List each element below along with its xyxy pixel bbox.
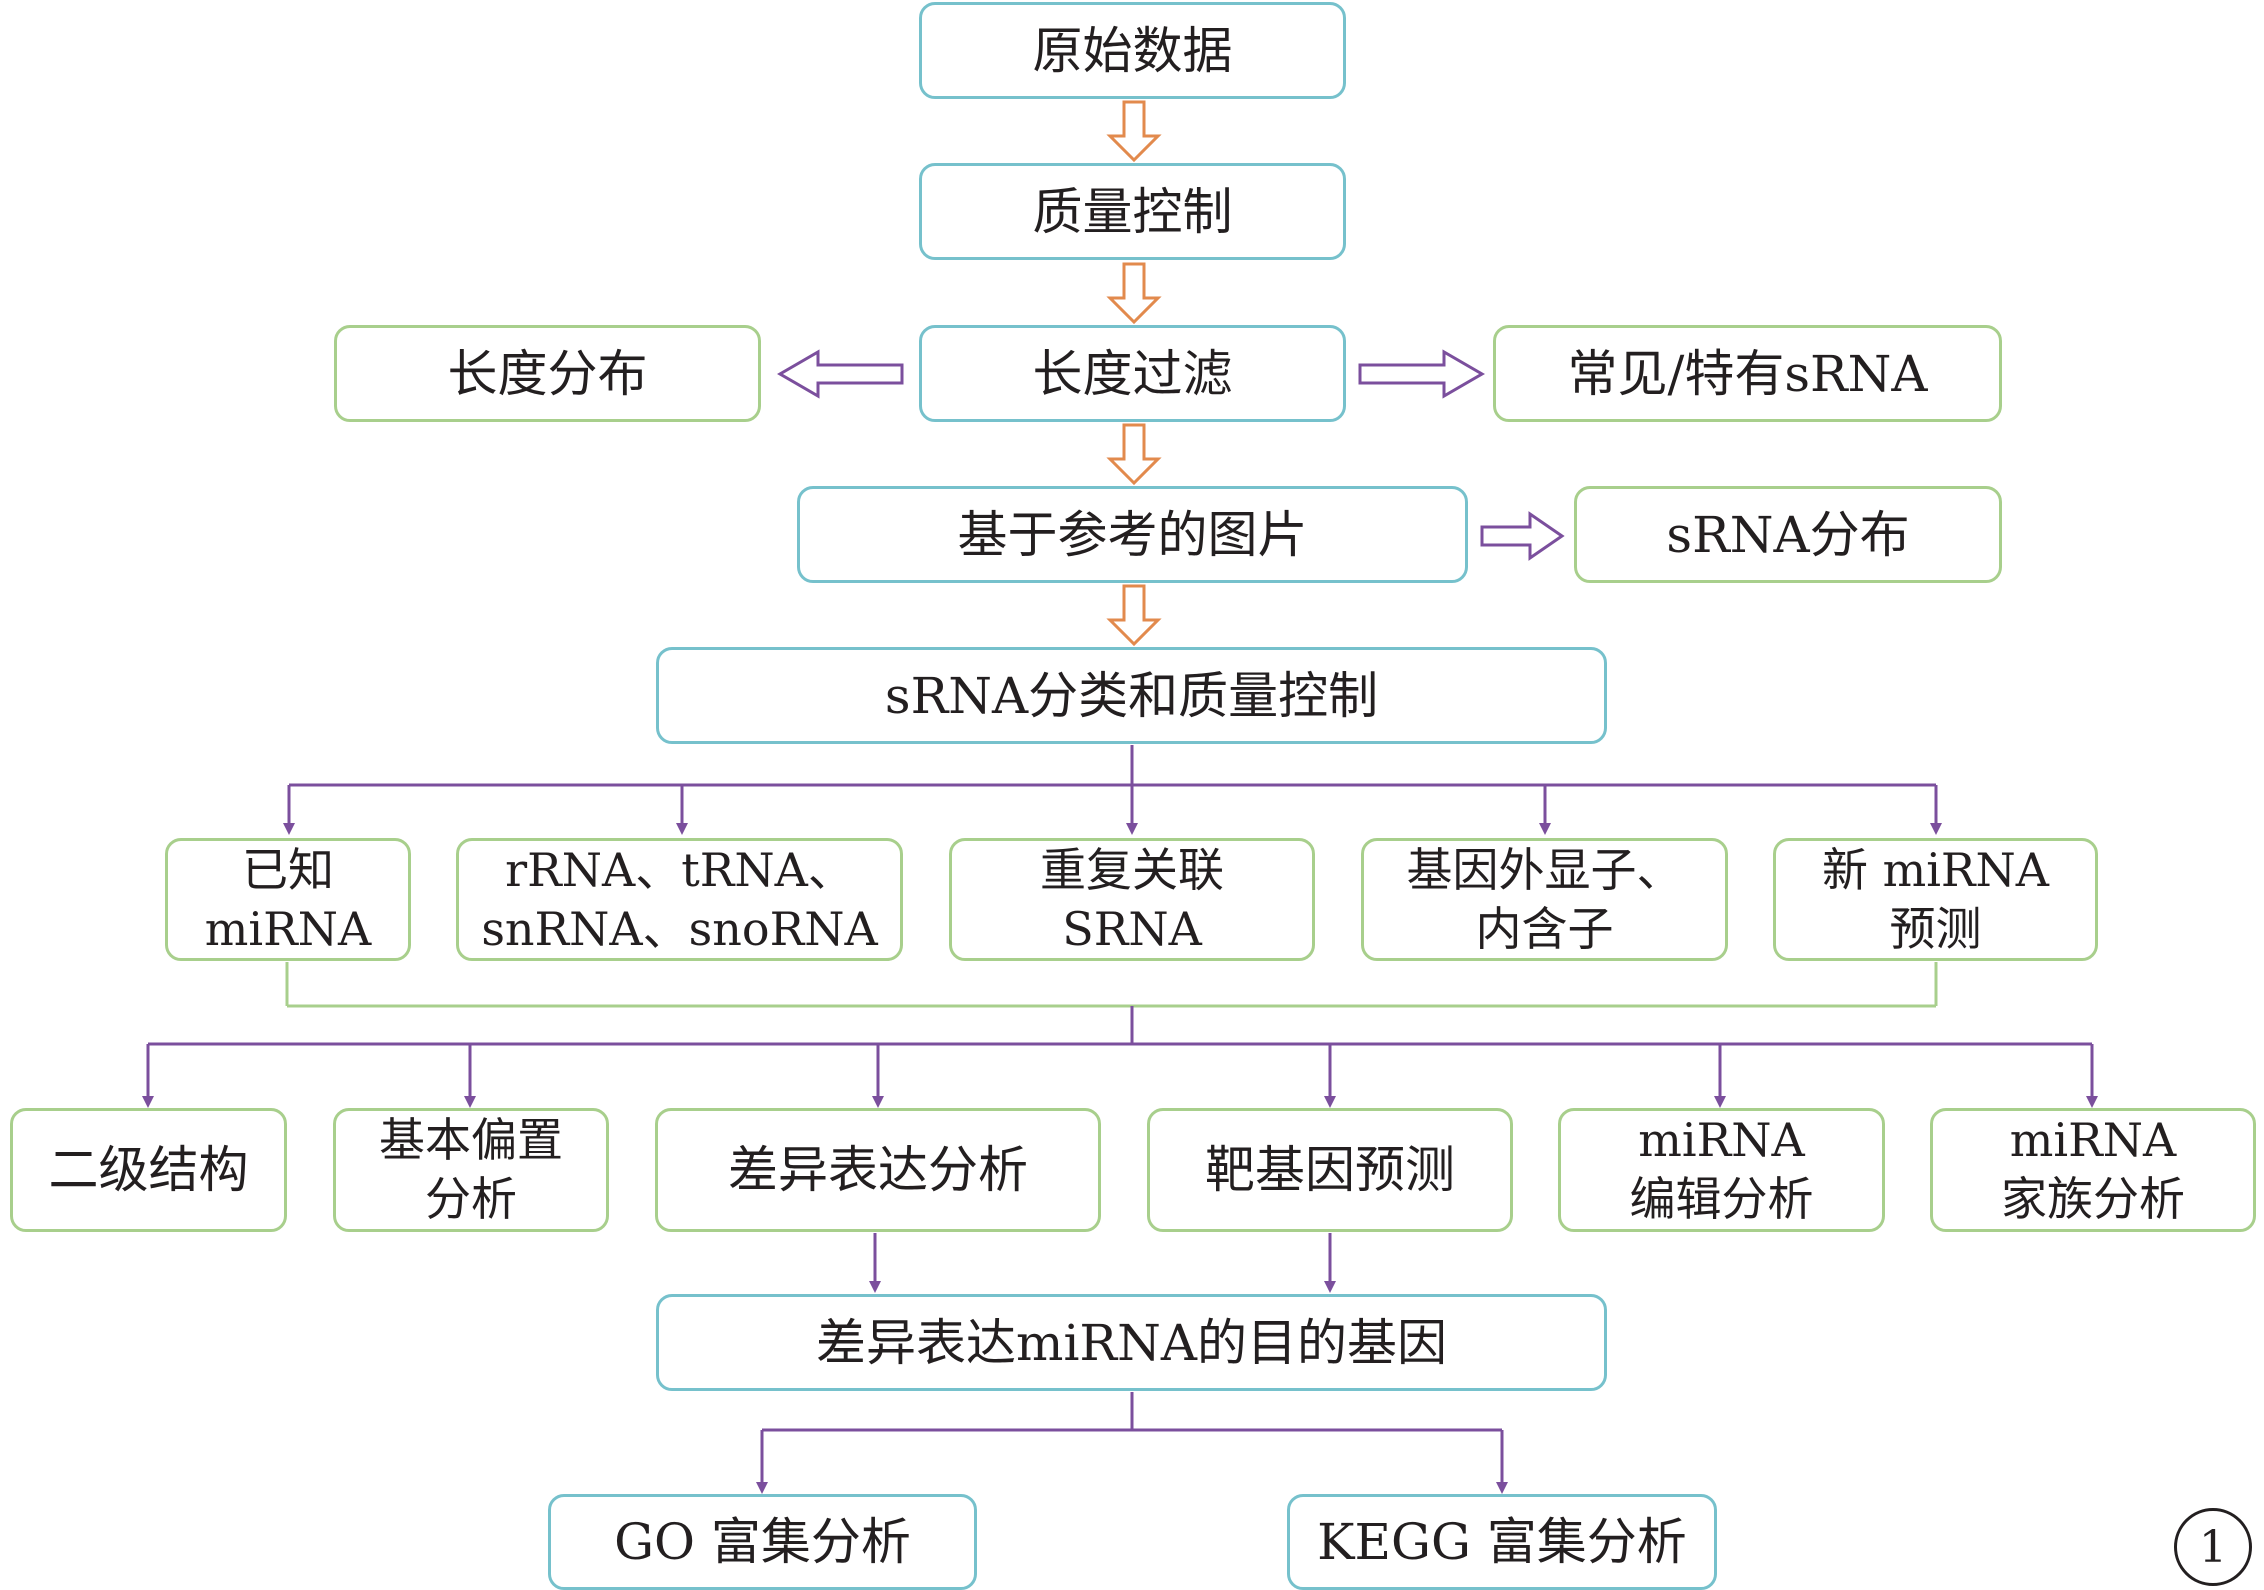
base-bias-line-2: 分析	[425, 1172, 517, 1226]
exon-intron-line-2: 内含子	[1475, 901, 1614, 956]
de-mirna-targets-box: 差异表达miRNA的目的基因	[656, 1294, 1607, 1391]
side-arrow-to-length-distribution	[777, 349, 904, 399]
secondary-structure-box: 二级结构	[10, 1108, 287, 1232]
figure-number-label: 1	[2199, 1521, 2227, 1573]
side-arrow-to-common-srna	[1358, 349, 1485, 399]
secondary-structure-label: 二级结构	[48, 1141, 249, 1199]
novel-mirna-line-1: 新 miRNA	[1821, 842, 2050, 897]
length-distribution-box: 长度分布	[334, 325, 761, 422]
flow-arrow-filter-to-mapping	[1106, 423, 1162, 486]
base-bias-box: 基本偏置 分析	[333, 1108, 609, 1232]
go-enrichment-label: GO 富集分析	[614, 1513, 911, 1571]
arrows-to-de-targets	[869, 1233, 1336, 1293]
srna-distribution-box: sRNA分布	[1574, 486, 2002, 583]
known-mirna-box: 已知 miRNA	[165, 838, 411, 961]
known-mirna-line-1: 已知	[242, 842, 334, 897]
rrna-trna-box: rRNA、tRNA、 snRNA、snoRNA	[456, 838, 903, 961]
branch-analyses	[142, 1006, 2098, 1108]
srna-classification-label: sRNA分类和质量控制	[884, 666, 1379, 725]
length-filter-label: 长度过滤	[1032, 344, 1233, 403]
novel-mirna-line-2: 预测	[1889, 901, 1982, 956]
exon-intron-box: 基因外显子、 内含子	[1361, 838, 1728, 961]
differential-expression-label: 差异表达分析	[728, 1141, 1028, 1199]
srna-classification-box: sRNA分类和质量控制	[656, 647, 1607, 744]
branch-classification	[283, 745, 1942, 835]
rrna-trna-line-2: snRNA、snoRNA	[481, 901, 878, 956]
branch-enrichment	[756, 1392, 1508, 1494]
quality-control-label: 质量控制	[1032, 182, 1233, 241]
go-enrichment-box: GO 富集分析	[548, 1494, 977, 1590]
differential-expression-box: 差异表达分析	[655, 1108, 1101, 1232]
known-mirna-line-2: miRNA	[204, 901, 372, 956]
quality-control-box: 质量控制	[919, 163, 1346, 260]
base-bias-line-1: 基本偏置	[379, 1113, 563, 1168]
common-specific-srna-label: 常见/特有sRNA	[1567, 344, 1928, 403]
merge-bracket	[285, 962, 1938, 1008]
reference-mapping-label: 基于参考的图片	[957, 505, 1308, 564]
target-prediction-box: 靶基因预测	[1147, 1108, 1513, 1232]
srna-distribution-label: sRNA分布	[1666, 505, 1910, 564]
reference-mapping-box: 基于参考的图片	[797, 486, 1468, 583]
kegg-enrichment-box: KEGG 富集分析	[1287, 1494, 1717, 1590]
repeat-srna-line-2: SRNA	[1062, 901, 1202, 956]
mirna-family-box: miRNA 家族分析	[1930, 1108, 2256, 1232]
repeat-srna-line-1: 重复关联	[1040, 842, 1224, 897]
flow-arrow-qc-to-filter	[1106, 262, 1162, 325]
length-filter-box: 长度过滤	[919, 325, 1346, 422]
common-specific-srna-box: 常见/特有sRNA	[1493, 325, 2002, 422]
target-prediction-label: 靶基因预测	[1205, 1141, 1455, 1199]
mirna-editing-box: miRNA 编辑分析	[1558, 1108, 1885, 1232]
raw-data-box: 原始数据	[919, 2, 1346, 99]
mirna-family-line-1: miRNA	[2009, 1113, 2177, 1168]
figure-number-badge: 1	[2174, 1508, 2252, 1586]
length-distribution-label: 长度分布	[447, 344, 648, 403]
side-arrow-to-srna-distribution	[1480, 511, 1565, 561]
mirna-editing-line-1: miRNA	[1638, 1113, 1805, 1168]
flow-arrow-mapping-to-classification	[1106, 584, 1162, 647]
raw-data-label: 原始数据	[1032, 21, 1233, 80]
de-mirna-targets-label: 差异表达miRNA的目的基因	[816, 1313, 1447, 1372]
novel-mirna-box: 新 miRNA 预测	[1773, 838, 2098, 961]
repeat-srna-box: 重复关联 SRNA	[949, 838, 1315, 961]
kegg-enrichment-label: KEGG 富集分析	[1317, 1513, 1687, 1571]
exon-intron-line-1: 基因外显子、	[1406, 842, 1683, 897]
flow-arrow-raw-to-qc	[1106, 100, 1162, 163]
mirna-editing-line-2: 编辑分析	[1629, 1172, 1814, 1226]
mirna-family-line-2: 家族分析	[2001, 1172, 2185, 1226]
rrna-trna-line-1: rRNA、tRNA、	[505, 842, 854, 897]
